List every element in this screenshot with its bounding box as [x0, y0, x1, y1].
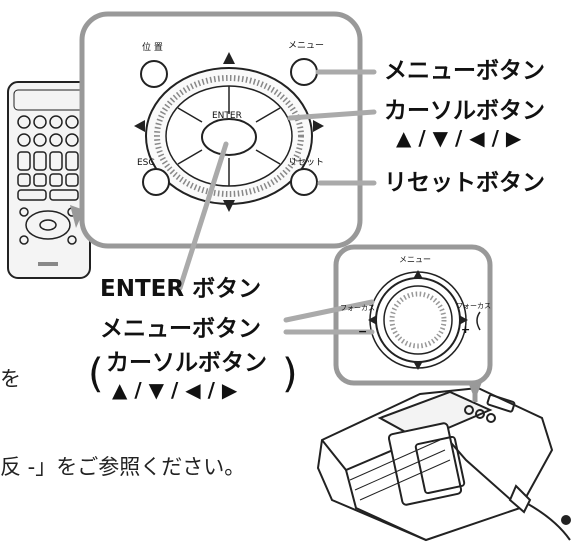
plus-sign: + [461, 323, 471, 336]
enter-button-label: ENTER ボタン [100, 276, 262, 302]
esc-label: ESC [137, 158, 155, 168]
projector-button-panel [333, 244, 493, 402]
cursor-arrows-label-2: ▲ / ▼ / ◀ / ▶ [112, 378, 238, 402]
menu-button-label-2: メニューボタン [100, 316, 261, 342]
body-text-fragment-1: を [0, 367, 21, 391]
projector [316, 386, 571, 542]
focus-minus-label: フォーカス [340, 304, 375, 312]
remote-control [7, 81, 91, 279]
callout-lines [177, 69, 377, 335]
menu-small-label: メニュー [288, 41, 325, 51]
remote-button-panel [70, 11, 363, 249]
focus-plus-label: フォーカス [456, 302, 491, 310]
body-text-fragment-2: 反 -」をご参照ください。 [0, 455, 246, 479]
reset-button-label: リセットボタン [384, 170, 545, 196]
reset-small-label: リセット [288, 158, 325, 168]
cursor-button-label-2: カーソルボタン [106, 350, 267, 376]
position-label: 位 置 [142, 43, 163, 53]
minus-sign: − [358, 325, 368, 338]
cursor-button-label: カーソルボタン [384, 98, 545, 124]
projector-menu-label: メニュー [399, 255, 431, 264]
paren-close: ) [282, 351, 298, 397]
paren-open: ( [88, 351, 104, 397]
cursor-arrows-label: ▲ / ▼ / ◀ / ▶ [396, 126, 522, 150]
menu-button-label: メニューボタン [384, 58, 545, 84]
enter-small-label: ENTER [212, 111, 242, 121]
